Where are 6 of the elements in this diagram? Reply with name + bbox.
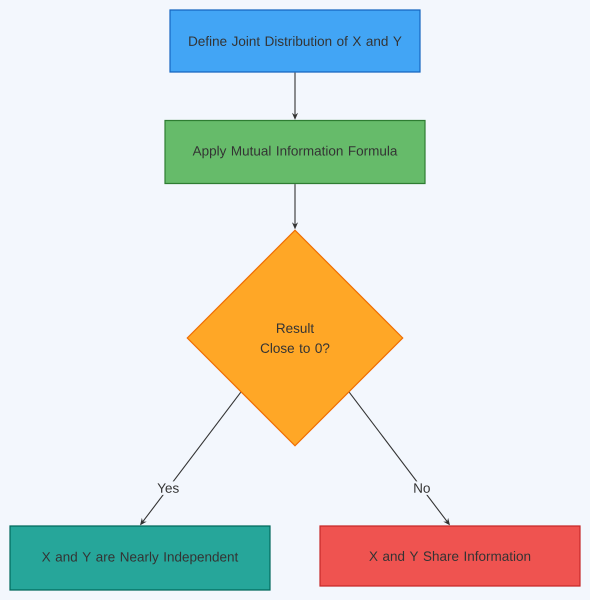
process-box: Apply Mutual Information Formula [164,120,426,184]
process-box: X and Y are Nearly Independent [9,525,271,591]
edge-label: No [411,481,432,495]
process-box: X and Y Share Information [319,525,581,587]
process-box: Define Joint Distribution of X and Y [169,9,421,73]
edge-label: Yes [155,481,182,495]
